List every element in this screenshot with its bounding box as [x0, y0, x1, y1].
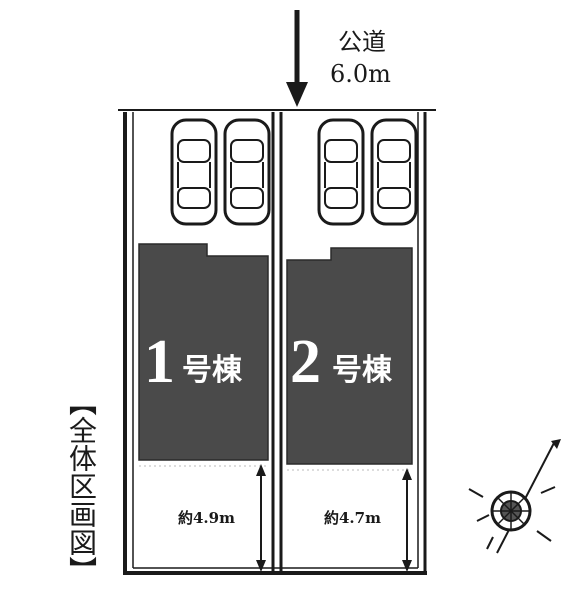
car-icon	[170, 118, 218, 226]
dimension-line	[256, 464, 266, 572]
car-icon	[223, 118, 271, 226]
car-icon	[370, 118, 418, 226]
setback-2-label: 約4.7m	[324, 509, 381, 527]
dimension-line	[402, 468, 412, 572]
building-1-label: 号棟	[182, 353, 243, 388]
building-2-label: 号棟	[332, 353, 393, 388]
building-2	[286, 247, 413, 465]
road-label: 公道	[338, 28, 386, 56]
setback-1-label: 約4.9m	[178, 509, 235, 527]
arrow-down-icon	[286, 10, 308, 107]
building-1	[138, 243, 269, 461]
building-1-number: 1	[144, 328, 175, 396]
side-title: 【全体区画図】	[65, 388, 98, 584]
road-width: 6.0m	[330, 60, 391, 88]
compass-icon	[468, 439, 561, 554]
building-2-number: 2	[290, 328, 321, 396]
car-icon	[317, 118, 365, 226]
lot-outline	[123, 112, 427, 575]
